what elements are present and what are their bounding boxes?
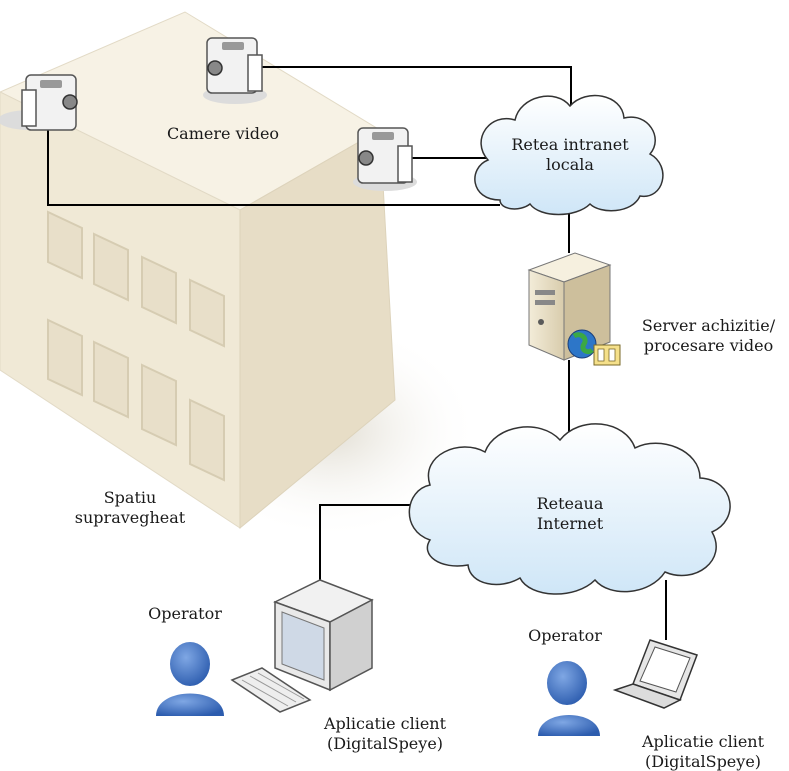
client-app-label-left: Aplicatie client (DigitalSpeye): [323, 714, 447, 753]
intranet-label: Retea intranet locala: [511, 135, 629, 174]
camera-icon: [203, 37, 267, 104]
monitored-space-label: Spatiu supravegheat: [74, 488, 186, 527]
building-windows: [47, 210, 225, 482]
laptop-icon: [612, 639, 698, 709]
link-camera-top: [258, 66, 572, 110]
operator-label-right: Operator: [528, 626, 602, 645]
server-label: Server achizitie/ procesare video: [641, 316, 776, 355]
internet-label: Reteaua Internet: [536, 494, 604, 533]
link-camera-left: [47, 128, 500, 206]
person-icon: [156, 642, 224, 716]
monitor-icon: [273, 579, 374, 692]
person-icon: [538, 661, 600, 736]
client-app-label-right: Aplicatie client (DigitalSpeye): [641, 732, 765, 771]
camera-icon: [0, 74, 78, 131]
building-right-wall: [239, 129, 396, 530]
cameras-label: Camere video: [166, 124, 280, 143]
camera-icon: [353, 127, 417, 191]
cloud-icon: [474, 94, 664, 216]
link-internet-desktop: [319, 504, 423, 585]
connection-lines: [47, 66, 667, 640]
keyboard-icon: [230, 667, 312, 713]
server-icon: [527, 252, 612, 361]
operator-label-left: Operator: [148, 604, 222, 623]
cloud-icon: [408, 423, 731, 595]
building-icon: [0, 11, 480, 540]
globe-icon: [567, 329, 621, 366]
